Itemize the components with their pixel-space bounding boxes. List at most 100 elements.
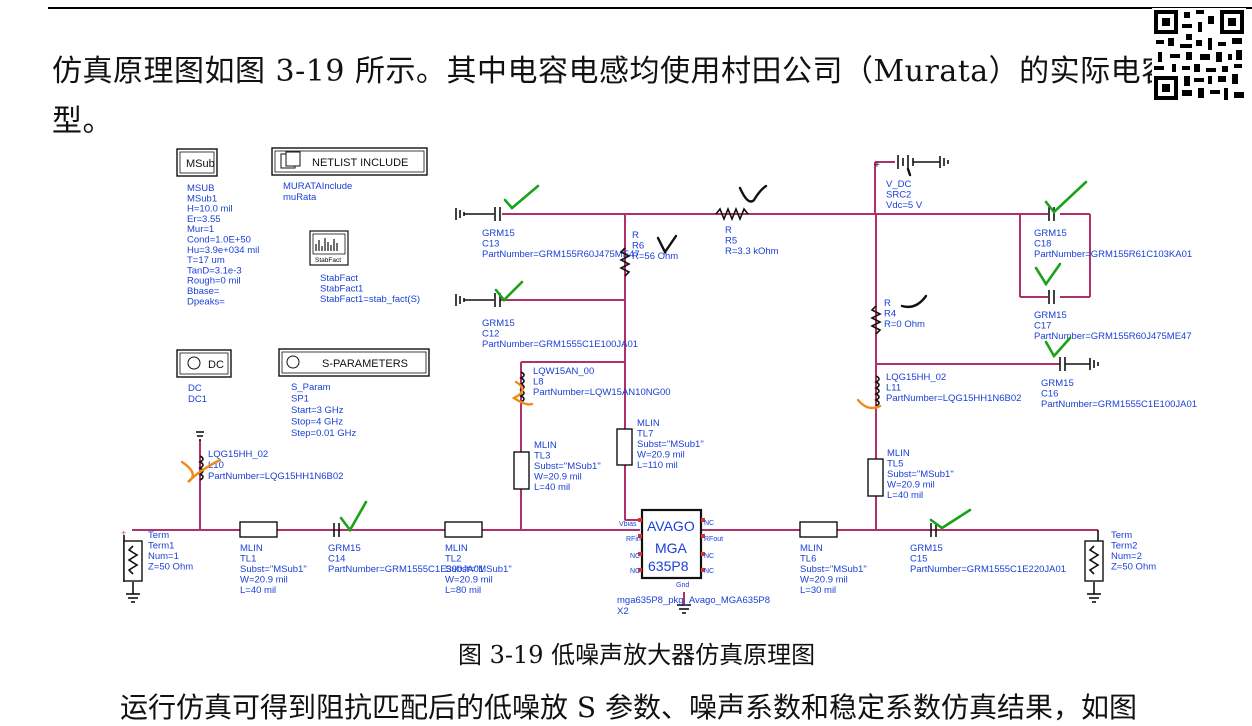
component-label-line: Term	[148, 530, 169, 541]
component-label-line: MLIN	[240, 543, 263, 554]
component-label-line: SRC2	[886, 190, 911, 201]
component-label-line: W=20.9 mil	[637, 450, 685, 461]
component-label-line: TanD=3.1e-3	[187, 265, 242, 276]
component-label-line: R	[725, 225, 732, 236]
component-label-line: L10	[208, 460, 224, 471]
component-label-line: W=20.9 mil	[240, 575, 288, 586]
component-label-line: PartNumber=LQW15AN10NG00	[533, 387, 671, 398]
component-label-line: Z=50 Ohm	[148, 562, 193, 573]
component-label-line: C13	[482, 239, 499, 250]
wires	[132, 162, 1098, 605]
component-label-line: X2	[617, 606, 629, 617]
paragraph-line-2: 型。	[52, 104, 113, 139]
component-label-line: SP1	[291, 394, 309, 405]
component-label-line: Num=2	[1111, 551, 1142, 562]
amp-model-2: 635P8	[648, 558, 689, 574]
component-label-line: TL5	[887, 459, 903, 470]
component-label-line: muRata	[283, 192, 317, 203]
amp-brand: AVAGO	[647, 518, 695, 534]
component-label-line: DC1	[188, 394, 207, 405]
component-label-line: Z=50 Ohm	[1111, 562, 1156, 573]
component-label-line: PartNumber=LQG15HH1N6B02	[886, 393, 1021, 404]
component-label-line: Term1	[148, 541, 174, 552]
component-label-line: MLIN	[887, 448, 910, 459]
schematic-diagram: .w { stroke:#b0306a; stroke-width:2; fil…	[121, 147, 1197, 617]
qr-code-icon	[1152, 8, 1246, 102]
component-label-line: Stop=4 GHz	[291, 417, 343, 428]
component-label-line: GRM15	[328, 543, 361, 554]
component-label-line: MSUB	[187, 183, 214, 194]
component-label-line: Subst="MSub1"	[240, 564, 307, 575]
pin-nc-3: NC	[704, 520, 714, 527]
component-label-line: Step=0.01 GHz	[291, 428, 356, 439]
component-label-line: Subst="MSub1"	[887, 469, 954, 480]
component-label-line: LQG15HH_02	[208, 449, 268, 460]
component-label-line: R5	[725, 236, 737, 247]
component-label-line: C16	[1041, 389, 1058, 400]
component-label-line: PartNumber=GRM155R60J475ME47	[482, 249, 640, 260]
component-label-line: W=20.9 mil	[445, 575, 493, 586]
component-label-line: DC	[188, 383, 202, 394]
component-label-line: mga635P8_pkg_Avago_MGA635P8	[617, 595, 770, 606]
amplifier-mga635p8[interactable]: AVAGO MGA 635P8 Vbias RFin NC NC NC RFou…	[617, 508, 770, 617]
component-label-line: C18	[1034, 239, 1051, 250]
figure-caption: 图 3-19 低噪声放大器仿真原理图	[458, 641, 816, 669]
component-label-line: R=0 Ohm	[884, 319, 925, 330]
pin-nc-4: NC	[704, 553, 714, 560]
component-label-line: GRM15	[910, 543, 943, 554]
stabfact-component[interactable]: StabFact StabFactStabFact1StabFact1=stab…	[309, 230, 420, 305]
svg-text:+: +	[121, 528, 126, 538]
component-label-line: Bbase=	[187, 286, 220, 297]
component-label-line: L=40 mil	[534, 482, 570, 493]
component-label-line: PartNumber=GRM1555C1E100JA01	[1041, 399, 1197, 410]
component-label-line: LQW15AN_00	[533, 366, 594, 377]
component-label-line: TL2	[445, 554, 461, 565]
component-label-line: PartNumber=LQG15HH1N6B02	[208, 471, 343, 482]
component-label-line: TL6	[800, 554, 816, 565]
component-label-line: TL7	[637, 429, 653, 440]
component-label-line: Term2	[1111, 541, 1137, 552]
next-paragraph-fragment: 运行仿真可得到阻抗匹配后的低噪放 S 参数、噪声系数和稳定系数仿真结果，如图	[120, 691, 1137, 724]
component-label-line: GRM15	[482, 228, 515, 239]
component-label-line: Start=3 GHz	[291, 405, 344, 416]
component-label-line: PartNumber=GRM1555C1E220JA01	[910, 564, 1066, 575]
component-label-line: Subst="MSub1"	[800, 564, 867, 575]
pin-rfout: RFout	[704, 536, 723, 543]
component-label-line: W=20.9 mil	[800, 575, 848, 586]
component-label-line: Subst="MSub1"	[445, 564, 512, 575]
component-label-line: Cond=1.0E+50	[187, 235, 251, 246]
component-label-line: MLIN	[800, 543, 823, 554]
component-label-line: W=20.9 mil	[887, 480, 935, 491]
component-label-line: MLIN	[637, 418, 660, 429]
component-label-line: C17	[1034, 321, 1051, 332]
component-label-line: Num=1	[148, 551, 179, 562]
component-label-line: L11	[886, 383, 901, 394]
component-label-line: Rough=0 mil	[187, 276, 241, 287]
